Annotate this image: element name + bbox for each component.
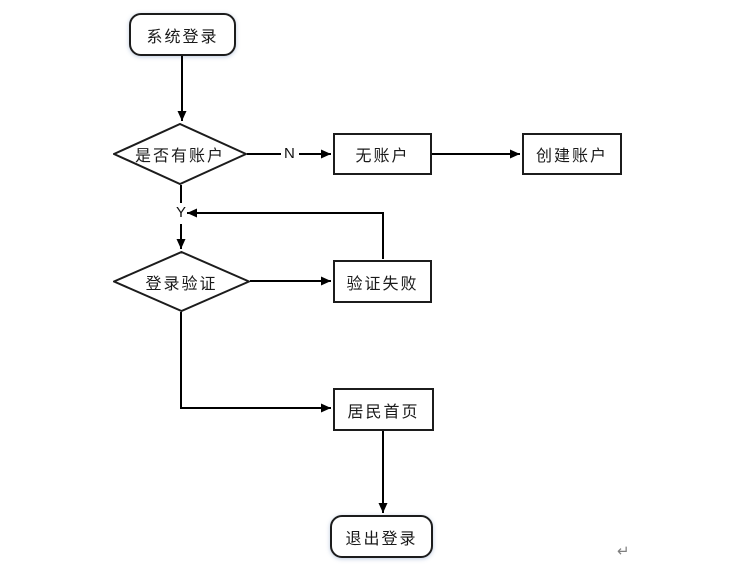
- diamond-shape: [113, 251, 250, 312]
- node-login-verify: 登录验证: [113, 251, 250, 312]
- node-resident-home-label: 居民首页: [347, 403, 420, 421]
- node-resident-home: 居民首页: [333, 388, 434, 431]
- node-has-account: 是否有账户: [113, 123, 247, 185]
- node-no-account: 无账户: [333, 133, 432, 175]
- edge-verify-to-home: [180, 312, 331, 413]
- edge-label-n: N: [283, 145, 296, 162]
- node-create-account-label: 创建账户: [535, 148, 608, 165]
- node-login-verify-label: 登录验证: [145, 275, 218, 293]
- node-no-account-label: 无账户: [355, 148, 410, 165]
- node-logout-label: 退出登录: [345, 530, 418, 548]
- paragraph-return-mark: ↵: [617, 542, 630, 560]
- node-verify-fail: 验证失败: [333, 260, 432, 303]
- node-start-label: 系统登录: [146, 28, 219, 46]
- node-has-account-label: 是否有账户: [134, 148, 225, 165]
- edge-label-y: Y: [175, 204, 188, 221]
- node-create-account: 创建账户: [522, 133, 622, 175]
- node-start: 系统登录: [129, 13, 236, 56]
- diamond-shape: [113, 123, 247, 185]
- node-logout: 退出登录: [330, 515, 433, 558]
- node-verify-fail-label: 验证失败: [346, 275, 419, 293]
